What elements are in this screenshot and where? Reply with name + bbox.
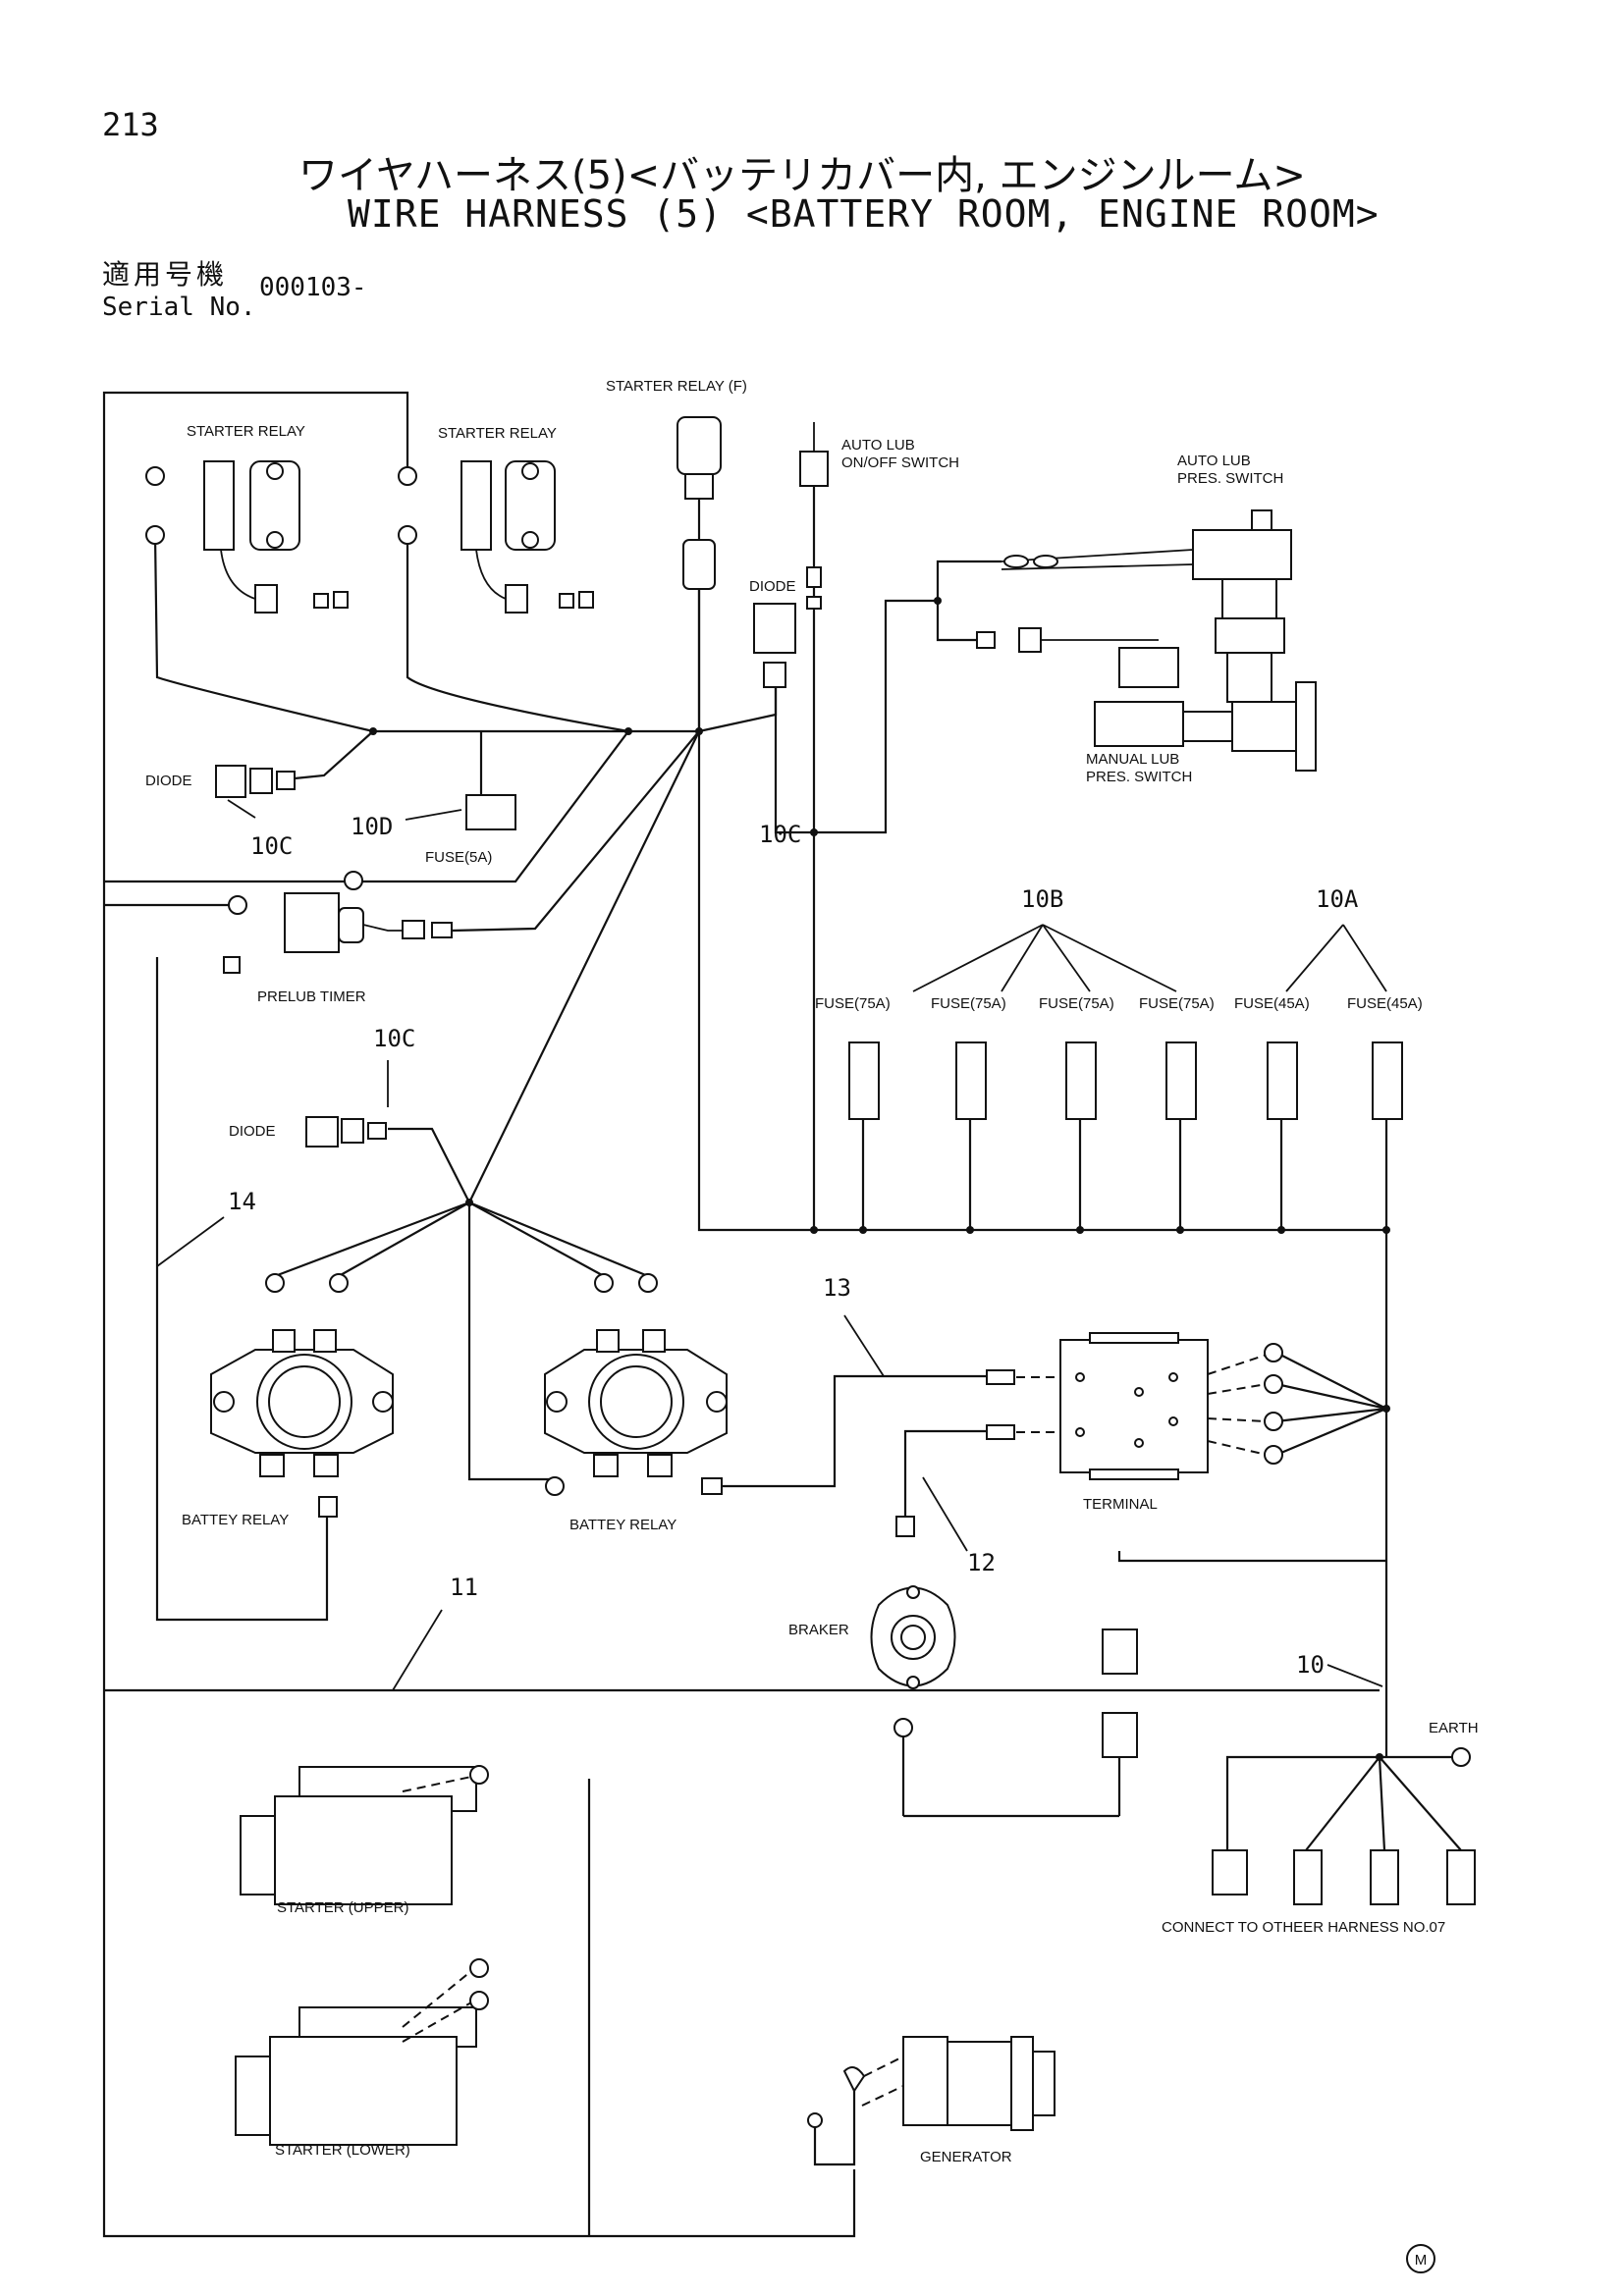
starter-lower: [235, 1958, 489, 2146]
diode-top: [753, 603, 796, 688]
label-starter-upper: STARTER (UPPER): [277, 1899, 408, 1916]
callout-10d: 10D: [351, 813, 393, 840]
label-fuse-75a-4: FUSE(75A): [1139, 995, 1215, 1012]
callout-11: 11: [450, 1574, 478, 1601]
callout-leaders: [156, 799, 1387, 1691]
starter-upper: [240, 1765, 489, 1905]
label-terminal: TERMINAL: [1083, 1496, 1158, 1513]
starter-relay-1: [145, 460, 349, 614]
diode-mid: [305, 1116, 387, 1148]
label-generator: GENERATOR: [920, 2149, 1012, 2165]
label-manual-lub-1: MANUAL LUB: [1086, 751, 1179, 768]
callout-12: 12: [967, 1549, 996, 1576]
starter-relay-2: [398, 460, 594, 614]
fuse-row: [848, 1041, 1403, 1120]
generator: [807, 2036, 1056, 2131]
callout-10a: 10A: [1316, 885, 1359, 913]
terminal-block: [986, 1332, 1283, 1480]
label-starter-relay-2: STARTER RELAY: [438, 425, 557, 442]
title-english: WIRE HARNESS (5) <BATTERY ROOM, ENGINE R…: [348, 192, 1380, 236]
label-prelub-timer: PRELUB TIMER: [257, 988, 366, 1005]
label-auto-lub-pres-2: PRES. SWITCH: [1177, 470, 1283, 487]
label-connect-other-harness: CONNECT TO OTHEER HARNESS NO.07: [1162, 1919, 1445, 1936]
label-battery-relay-2: BATTEY RELAY: [569, 1517, 677, 1533]
label-earth: EARTH: [1429, 1720, 1479, 1736]
label-starter-relay-f: STARTER RELAY (F): [606, 378, 747, 395]
callout-14: 14: [228, 1188, 256, 1215]
label-battery-relay-1: BATTEY RELAY: [182, 1512, 289, 1528]
label-manual-lub-2: PRES. SWITCH: [1086, 769, 1192, 785]
callout-10: 10: [1296, 1651, 1325, 1679]
label-auto-lub-pres-1: AUTO LUB: [1177, 453, 1251, 469]
callout-10c-left: 10C: [250, 832, 293, 860]
diode-left: [215, 765, 296, 798]
earth-and-connectors: [1212, 1747, 1476, 1905]
callout-13: 13: [823, 1274, 851, 1302]
battery-relay-1: [210, 1273, 394, 1518]
label-diode-mid: DIODE: [229, 1123, 276, 1140]
label-starter-lower: STARTER (LOWER): [275, 2142, 410, 2159]
label-diode-left: DIODE: [145, 773, 192, 789]
callout-10c-center: 10C: [759, 821, 801, 848]
callout-10c-mid: 10C: [373, 1025, 415, 1052]
label-auto-lub-switch-1: AUTO LUB: [841, 437, 915, 454]
manufacturer-mark: M: [1406, 2244, 1435, 2273]
manufacturer-mark-letter: M: [1415, 2252, 1428, 2269]
label-auto-lub-switch-2: ON/OFF SWITCH: [841, 454, 959, 471]
callout-10b: 10B: [1021, 885, 1063, 913]
label-fuse-45a-2: FUSE(45A): [1347, 995, 1423, 1012]
label-fuse-75a-3: FUSE(75A): [1039, 995, 1114, 1012]
serial-value: 000103-: [259, 273, 367, 302]
battery-relay-2: [544, 1273, 728, 1496]
serial-label-english: Serial No.: [102, 293, 256, 322]
label-fuse-75a-2: FUSE(75A): [931, 995, 1006, 1012]
title-japanese: ワイヤハーネス(5)<バッテリカバー内, エンジンルーム>: [298, 153, 1306, 198]
label-fuse-5a: FUSE(5A): [425, 849, 492, 866]
label-braker: BRAKER: [788, 1622, 849, 1638]
prelub-timer: [223, 871, 453, 974]
serial-label-japanese: 適用号機: [102, 258, 229, 291]
label-fuse-45a-1: FUSE(45A): [1234, 995, 1310, 1012]
starter-relay-f: [677, 416, 722, 590]
manual-lub-pres-switch: [976, 627, 1317, 772]
label-fuse-75a-1: FUSE(75A): [815, 995, 891, 1012]
label-diode-top: DIODE: [749, 578, 796, 595]
fuse-5a: [465, 794, 516, 830]
braker: [870, 1516, 1138, 1758]
auto-lub-switch: [799, 422, 829, 610]
label-starter-relay-1: STARTER RELAY: [187, 423, 305, 440]
harness-wires: [102, 391, 1462, 2238]
junction-dots: [369, 597, 1390, 1761]
page-number: 213: [102, 106, 159, 143]
auto-lub-pres-switch: [1001, 509, 1292, 703]
